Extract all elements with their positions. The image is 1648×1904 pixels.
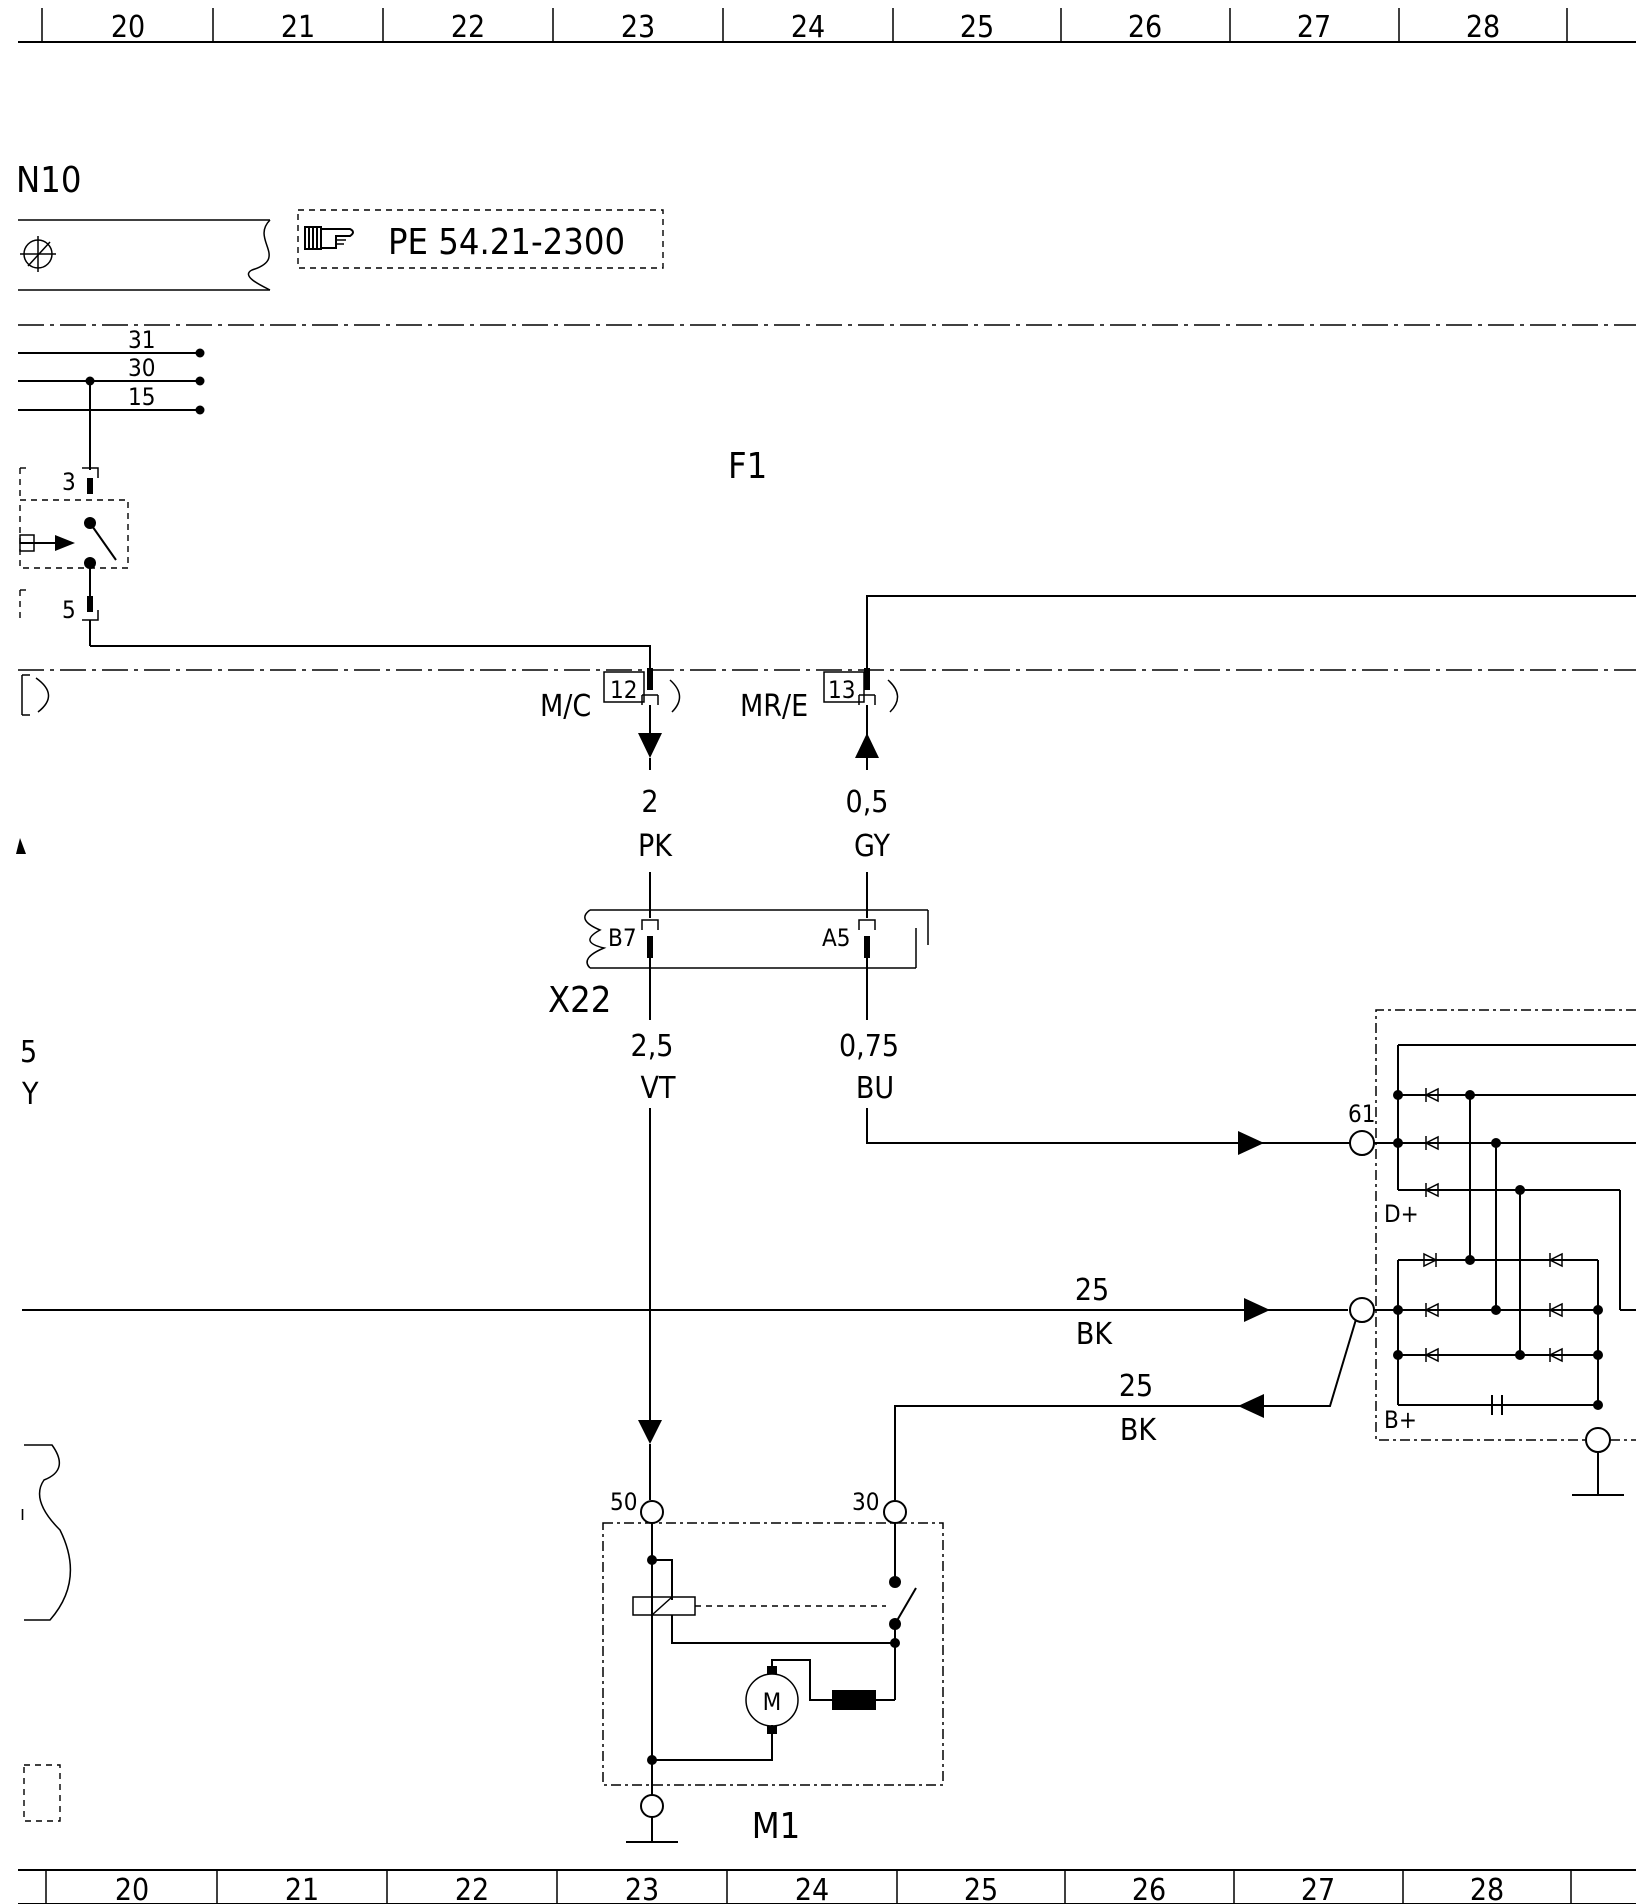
arrow-down <box>638 733 662 758</box>
wire-bu <box>866 1108 1350 1144</box>
column-label-bottom: 25 <box>964 1873 998 1904</box>
diode-icon <box>1424 1087 1439 1103</box>
wire-bk-lower <box>894 1315 1358 1500</box>
arrow-right <box>1244 1298 1270 1322</box>
wire-pk-size: 2 <box>641 785 658 820</box>
column-label-top: 27 <box>1297 10 1331 45</box>
column-ruler-top: 20 21 22 23 24 25 26 27 28 <box>18 8 1636 45</box>
connector-mc: M/C 12 <box>540 668 681 770</box>
wire-bu-color: BU <box>856 1071 894 1106</box>
bus-label-15: 15 <box>128 383 155 411</box>
starter-motor-m1: 50 30 M M1 <box>602 1488 944 1847</box>
generator-d-plus: D+ <box>1384 1200 1419 1228</box>
left-edge-fragments: 5 Y ı <box>16 674 72 1822</box>
start-switch: 3 5 <box>19 381 129 646</box>
wire-mre-to-right <box>866 595 1636 668</box>
diode-icon <box>1423 1252 1438 1268</box>
column-label-bottom: 23 <box>625 1873 659 1904</box>
arrow-left <box>1238 1131 1264 1155</box>
column-label-top: 24 <box>791 10 825 45</box>
column-label-bottom: 27 <box>1301 1873 1335 1904</box>
switch-pin-3: 3 <box>62 468 76 496</box>
connector-mre: MR/E 13 <box>740 668 899 770</box>
sensor-icon <box>20 236 56 272</box>
m1-terminal-50-label: 50 <box>610 1488 637 1516</box>
x22-label: X22 <box>548 980 611 1021</box>
field-coil <box>832 1690 876 1710</box>
wire-vt-size: 2,5 <box>631 1029 674 1064</box>
wire-bu-size: 0,75 <box>839 1029 899 1064</box>
bus-label-31: 31 <box>128 326 155 354</box>
bus-label-30: 30 <box>128 354 155 382</box>
wire-bk-lower-color: BK <box>1120 1413 1158 1448</box>
generator-rectifier: 61 D+ <box>1348 1009 1636 1496</box>
wire-gy-size: 0,5 <box>846 785 889 820</box>
n10-reference: PE 54.21-2300 <box>388 222 625 263</box>
arrow-down <box>638 1420 662 1444</box>
m1-terminal-30-label: 30 <box>852 1488 879 1516</box>
svg-text:ı: ı <box>20 1501 25 1525</box>
wire-bk-lower-size: 25 <box>1119 1369 1153 1404</box>
diode-icon <box>1548 1302 1563 1318</box>
column-label-top: 23 <box>621 10 655 45</box>
diode-icon <box>1424 1135 1439 1151</box>
wire-vt-color: VT <box>641 1071 676 1106</box>
generator-terminal-61-label: 61 <box>1348 1100 1375 1128</box>
m1-terminal-30 <box>883 1500 907 1524</box>
wire-bk-upper-size: 25 <box>1075 1273 1109 1308</box>
m1-label: M1 <box>752 1806 801 1847</box>
x22-pin-b7: B7 <box>608 924 637 952</box>
f1-label: F1 <box>728 446 767 487</box>
column-label-top: 25 <box>960 10 994 45</box>
x22-pin-a5: A5 <box>822 924 851 952</box>
supply-bus: 31 30 15 <box>18 326 205 415</box>
column-label-top: 26 <box>1128 10 1162 45</box>
switch-pin-5: 5 <box>62 596 76 624</box>
column-label-bottom: 24 <box>795 1873 829 1904</box>
connector-mre-pin: 13 <box>828 676 855 704</box>
column-ruler-bottom: 20 21 22 23 24 25 26 27 28 <box>18 1869 1636 1904</box>
diode-icon <box>1424 1347 1439 1363</box>
left-wire-size: 5 <box>20 1035 37 1070</box>
column-label-bottom: 22 <box>455 1873 489 1904</box>
n10-block: N10 PE 54.21-2300 <box>16 160 664 291</box>
connector-mc-label: M/C <box>540 689 591 724</box>
left-wire-color: Y <box>21 1077 39 1112</box>
connector-mc-pin: 12 <box>610 676 637 704</box>
diode-icon <box>1424 1302 1439 1318</box>
generator-b-plus: B+ <box>1384 1406 1417 1434</box>
column-label-top: 20 <box>111 10 145 45</box>
wire-pk-color: PK <box>638 829 673 864</box>
arrow-left <box>1238 1394 1264 1418</box>
column-label-bottom: 28 <box>1470 1873 1504 1904</box>
wire-bk-upper-color: BK <box>1076 1317 1114 1352</box>
column-label-bottom: 26 <box>1132 1873 1166 1904</box>
wire-gy-color: GY <box>854 829 890 864</box>
column-label-top: 22 <box>451 10 485 45</box>
motor-symbol: M <box>763 1688 782 1716</box>
wire-switch-to-mc <box>90 645 651 672</box>
column-label-bottom: 21 <box>285 1873 319 1904</box>
m1-terminal-50 <box>640 1500 664 1524</box>
column-label-top: 28 <box>1466 10 1500 45</box>
diode-icon <box>1548 1347 1563 1363</box>
diode-icon <box>1424 1182 1439 1198</box>
generator-terminal-61 <box>1349 1130 1375 1156</box>
generator-terminal-b <box>1349 1297 1375 1323</box>
connector-mre-label: MR/E <box>740 689 808 724</box>
arrow-up <box>855 733 879 758</box>
n10-label: N10 <box>16 160 81 201</box>
column-label-bottom: 20 <box>115 1873 149 1904</box>
connector-x22: B7 A5 X22 <box>548 909 929 1021</box>
hand-pointer-icon <box>304 226 354 250</box>
diode-icon <box>1548 1252 1563 1268</box>
column-label-top: 21 <box>281 10 315 45</box>
